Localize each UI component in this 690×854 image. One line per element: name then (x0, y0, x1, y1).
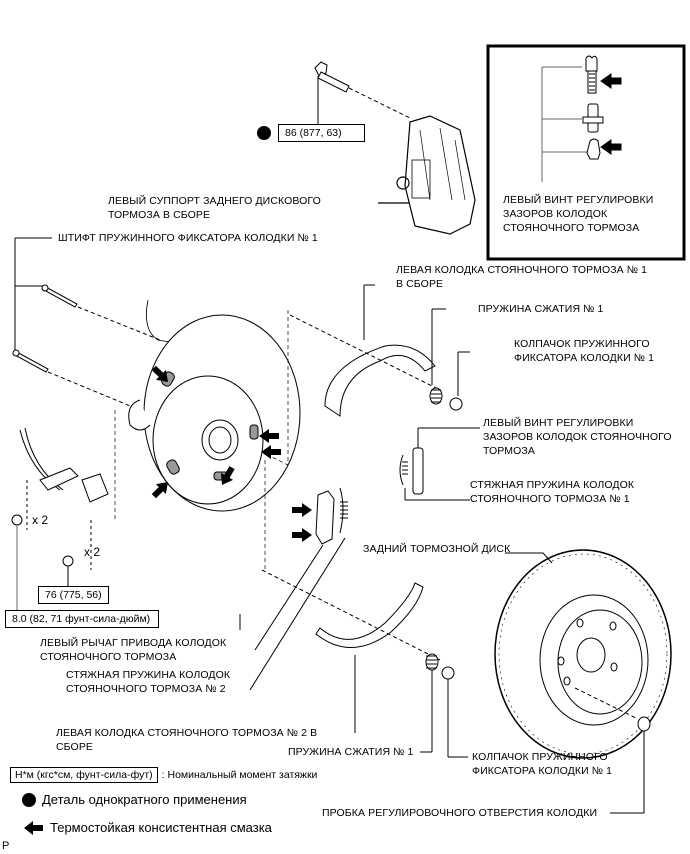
label-inset-adjuster: ЛЕВЫЙ ВИНТ РЕГУЛИРОВКИ ЗАЗОРОВ КОЛОДОК С… (503, 194, 654, 234)
hold-down-pins (12, 237, 161, 411)
legend-torque: Н*м (кгс*см, фунт-сила-фут) : Номинальны… (10, 767, 317, 783)
spring-and-cup-top (429, 308, 470, 411)
adjuster-assembly (399, 427, 480, 501)
caliper-assembly (378, 115, 476, 235)
grease-arrows-lever (292, 503, 312, 542)
non-reusable-dot (257, 126, 271, 140)
legend-torque-desc: : Номинальный момент затяжки (161, 769, 318, 781)
torque-caliper-bolt: 86 (877, 63) (278, 124, 365, 142)
filled-circle-icon (22, 792, 36, 807)
caliper-bolt (314, 61, 411, 124)
bracket-bolt-qty: x 2 (84, 545, 100, 559)
inset-box (486, 44, 686, 261)
backing-plate-hub (19, 299, 301, 512)
legend-torque-unit: Н*м (кгс*см, фунт-сила-фут) (10, 767, 158, 783)
label-compression-spring-top: ПРУЖИНА СЖАТИЯ № 1 (478, 303, 604, 315)
parking-shoe-2 (261, 569, 441, 733)
torque-sensor-bolt: 8.0 (82, 71 фунт-сила-дюйм) (5, 610, 159, 628)
rear-brake-disc (494, 549, 672, 814)
label-lever: ЛЕВЫЙ РЫЧАГ ПРИВОДА КОЛОДОК СТОЯНОЧНОГО … (40, 637, 227, 663)
label-disc: ЗАДНИЙ ТОРМОЗНОЙ ДИСК (363, 543, 511, 555)
label-tension-spring-1: СТЯЖНАЯ ПРУЖИНА КОЛОДОК СТОЯНОЧНОГО ТОРМ… (470, 479, 635, 505)
legend-non-reusable: Деталь однократного применения (22, 792, 247, 807)
label-caliper: ЛЕВЫЙ СУППОРТ ЗАДНЕГО ДИСКОВОГО ТОРМОЗА … (108, 195, 321, 221)
parking-shoe-1 (289, 284, 441, 417)
label-adjuster: ЛЕВЫЙ ВИНТ РЕГУЛИРОВКИ ЗАЗОРОВ КОЛОДОК С… (483, 417, 672, 457)
page-code: P (2, 840, 10, 852)
label-shoe-1: ЛЕВАЯ КОЛОДКА СТОЯНОЧНОГО ТОРМОЗА № 1 В … (396, 264, 648, 290)
label-compression-spring-bottom: ПРУЖИНА СЖАТИЯ № 1 (288, 746, 414, 758)
label-spring-cup-bottom: КОЛПАЧОК ПРУЖИННОГО ФИКСАТОРА КОЛОДКИ № … (472, 751, 613, 777)
sensor-bolt-qty: x 2 (32, 513, 48, 527)
sensor-bolts (11, 480, 92, 610)
legend-grease: Термостойкая консистентная смазка (24, 820, 272, 835)
assembly-dashed-lines (114, 310, 289, 570)
inset-adjuster-parts (541, 55, 622, 182)
label-hold-down-pin: ШТИФТ ПРУЖИННОГО ФИКСАТОРА КОЛОДКИ № 1 (58, 232, 318, 244)
spring-and-cup-bottom (420, 653, 468, 758)
label-spring-cup-top: КОЛПАЧОК ПРУЖИННОГО ФИКСАТОРА КОЛОДКИ № … (514, 338, 655, 364)
torque-bracket-bolt: 76 (775, 56) (38, 586, 109, 604)
label-hole-plug: ПРОБКА РЕГУЛИРОВОЧНОГО ОТВЕРСТИЯ КОЛОДКИ (322, 807, 598, 819)
label-tension-spring-2: СТЯЖНАЯ ПРУЖИНА КОЛОДОК СТОЯНОЧНОГО ТОРМ… (66, 669, 231, 695)
grease-arrow-icon (24, 820, 43, 835)
label-shoe-2: ЛЕВАЯ КОЛОДКА СТОЯНОЧНОГО ТОРМОЗА № 2 В … (56, 727, 318, 753)
lever-and-spring (249, 487, 348, 691)
